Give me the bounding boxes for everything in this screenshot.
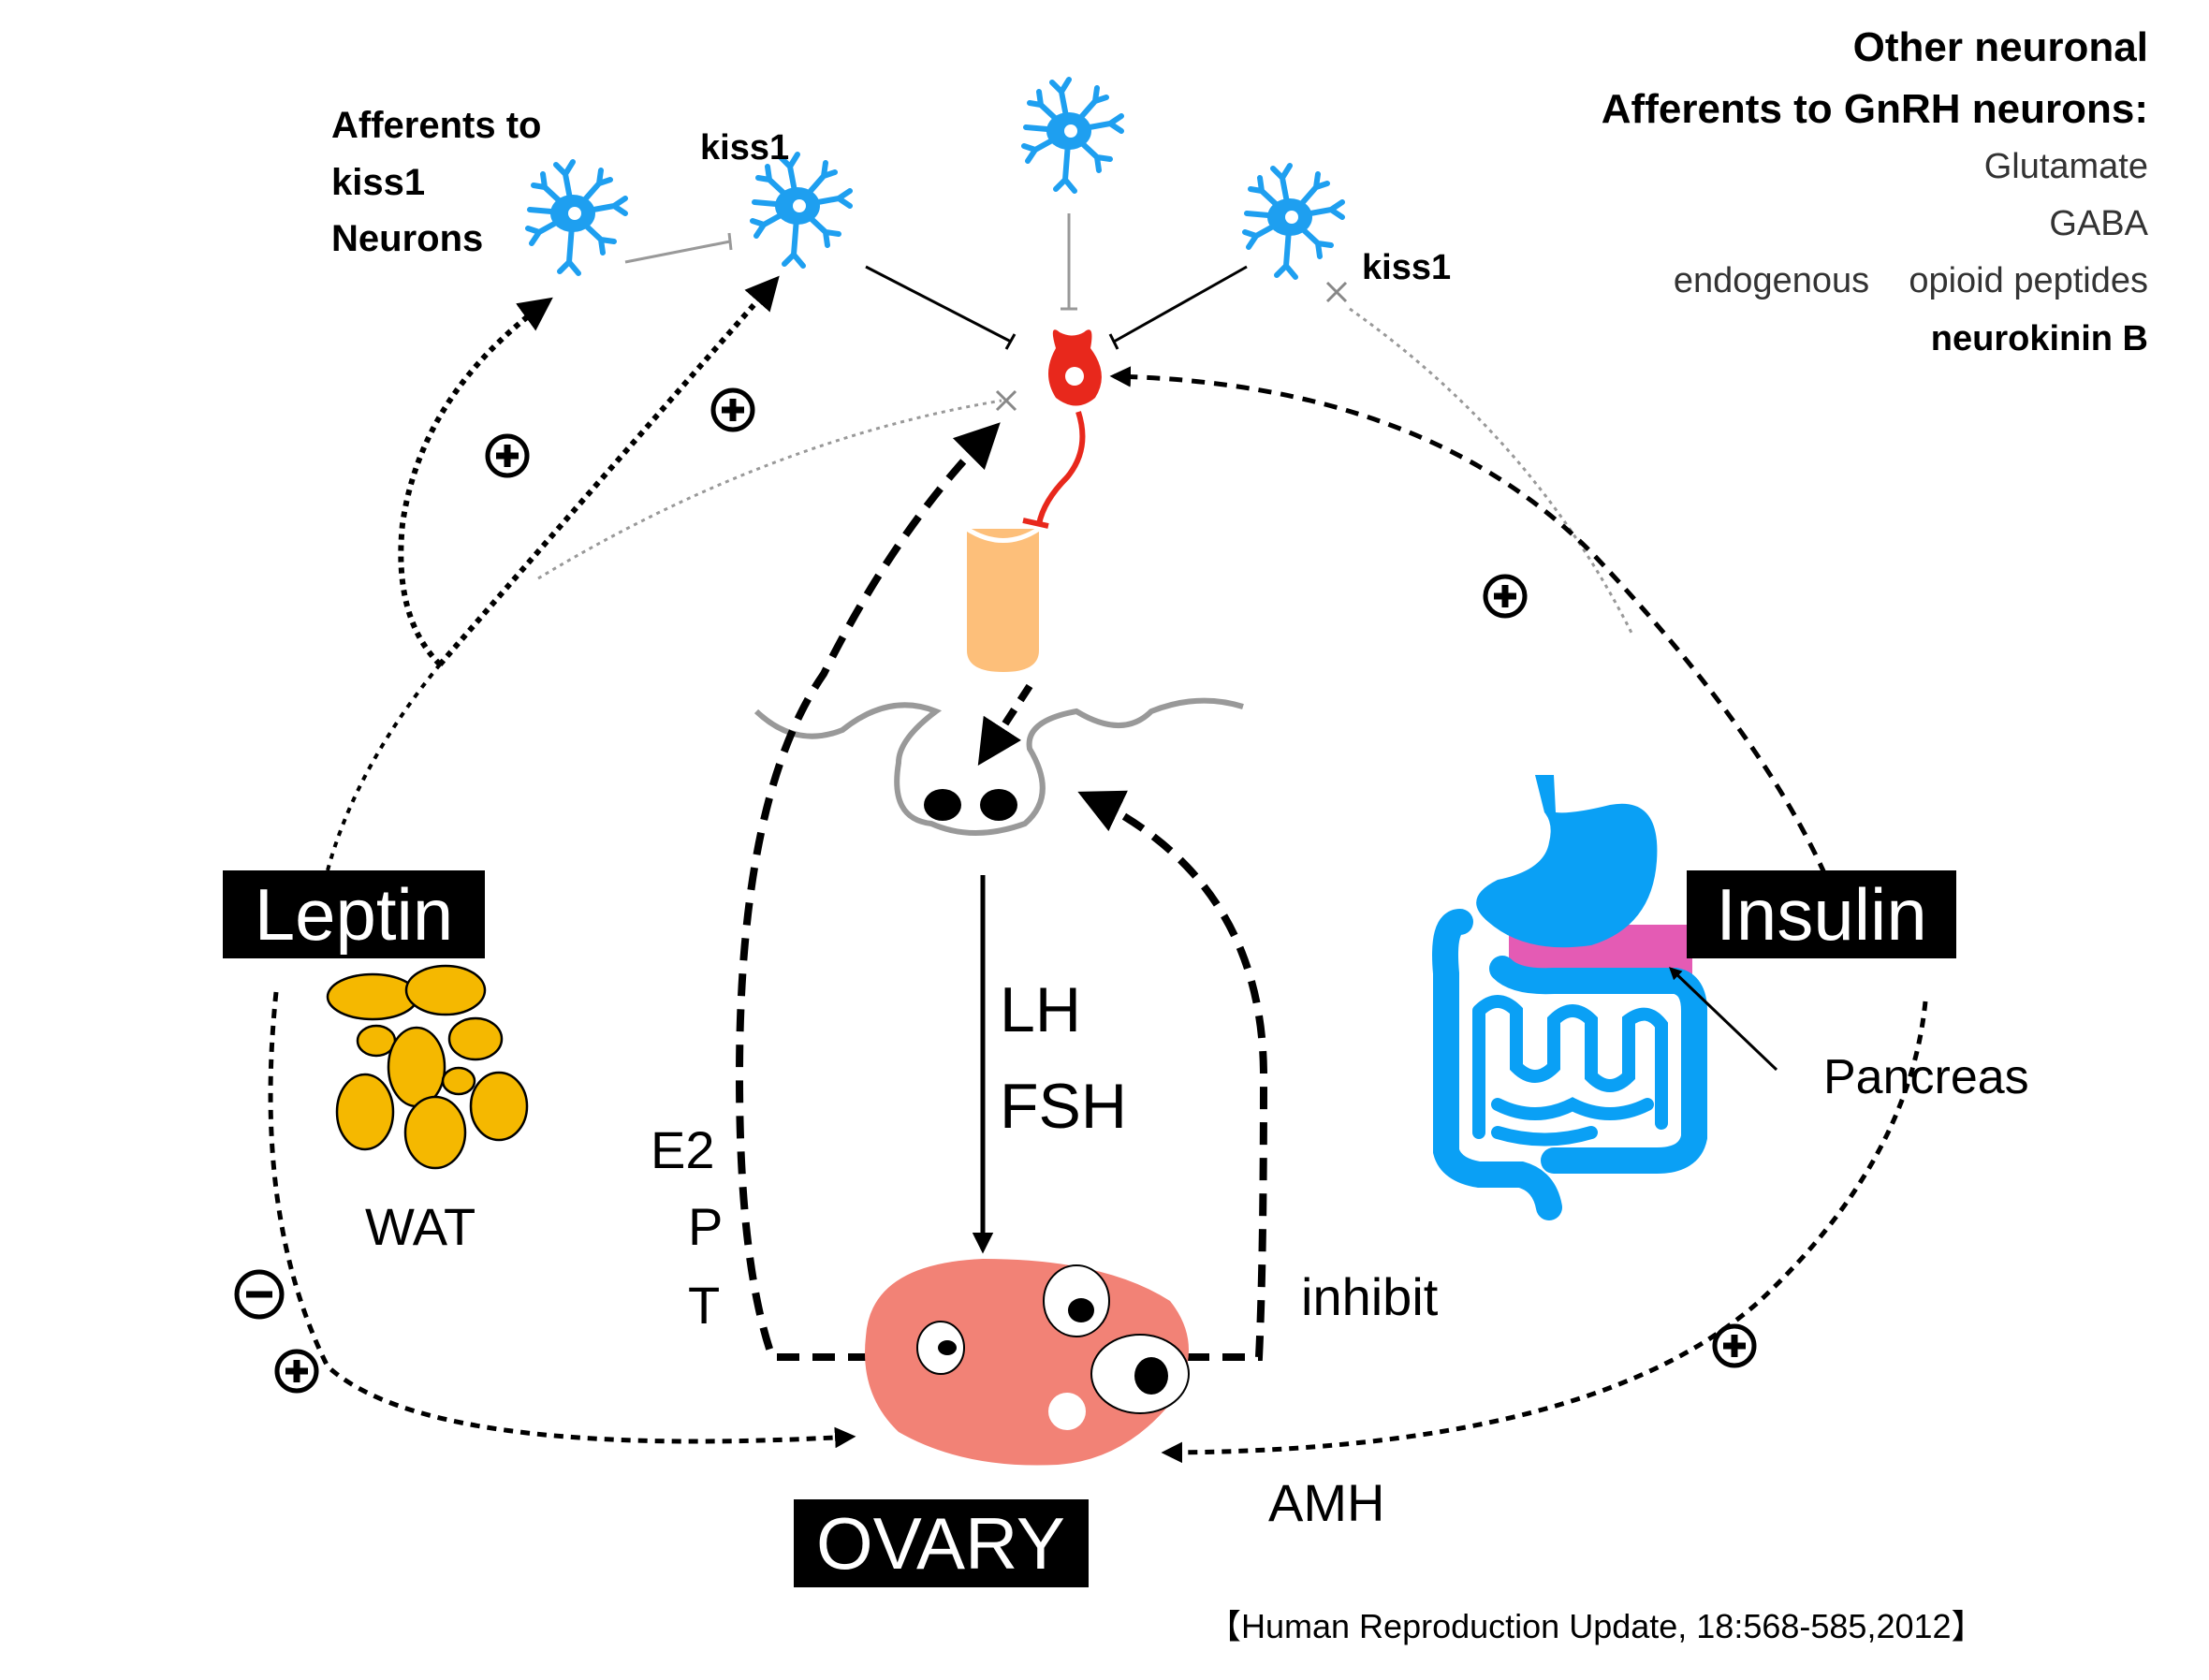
kiss1-label-left: kiss1 bbox=[700, 128, 789, 168]
fsh-label: FSH bbox=[1000, 1071, 1127, 1142]
afferent-neuron-icon bbox=[528, 162, 625, 273]
stomach-intestine-icon bbox=[1432, 775, 1778, 1220]
pituitary-stalk-icon bbox=[965, 526, 1041, 672]
afferents-kiss1-line1: Afferents to bbox=[331, 105, 541, 146]
wat-fat-cells-icon bbox=[326, 964, 529, 1170]
ovary-label: OVARY bbox=[816, 1502, 1065, 1585]
afferents-kiss1-line2: kiss1 bbox=[331, 162, 425, 203]
wat-label: WAT bbox=[365, 1197, 475, 1256]
t-label: T bbox=[688, 1276, 720, 1335]
ovary-label-box bbox=[794, 1499, 1089, 1587]
lh-label: LH bbox=[1000, 974, 1081, 1045]
kiss1-label-right: kiss1 bbox=[1362, 248, 1451, 287]
amh-label: AMH bbox=[1268, 1473, 1384, 1532]
pituitary-gland-icon bbox=[753, 697, 1244, 836]
plus-circle-icon bbox=[277, 1351, 316, 1391]
plus-circle-icon bbox=[1485, 577, 1525, 616]
top-neuron-icon bbox=[1024, 80, 1121, 191]
other-afferent-gaba: GABA bbox=[2049, 204, 2148, 243]
other-afferent-neurokinin-b: neurokinin B bbox=[1931, 319, 2148, 358]
blocked-feedback-lines bbox=[537, 281, 1635, 637]
insulin-label: Insulin bbox=[1716, 873, 1926, 956]
e2-label: E2 bbox=[651, 1120, 715, 1179]
leptin-pathways bbox=[268, 275, 856, 1449]
plus-circle-icon bbox=[488, 436, 527, 475]
other-afferent-opioids: endogenous opioid peptides bbox=[1674, 261, 2148, 300]
inhibit-label: inhibit bbox=[1301, 1267, 1439, 1326]
pancreas-label: Pancreas bbox=[1823, 1050, 2029, 1104]
minus-circle-icon bbox=[234, 1269, 285, 1320]
neuron-connections bbox=[624, 213, 1248, 350]
afferents-kiss1-line3: Neurons bbox=[331, 218, 483, 259]
plus-circle-icon bbox=[1715, 1326, 1754, 1366]
other-afferents-title-2: Afferents to GnRH neurons: bbox=[1602, 86, 2148, 132]
p-label: P bbox=[688, 1197, 723, 1256]
steroid-feedback-arrow bbox=[735, 422, 1001, 1361]
kiss1-neuron-left-icon bbox=[753, 154, 850, 266]
citation: 【Human Reproduction Update, 18:568-585,2… bbox=[1207, 1607, 1985, 1645]
other-afferent-glutamate: Glutamate bbox=[1984, 147, 2148, 186]
gnrh-neuron-icon bbox=[1022, 329, 1102, 529]
leptin-label-box bbox=[223, 870, 485, 958]
plus-circle-icon bbox=[713, 390, 753, 430]
insulin-label-box bbox=[1687, 870, 1956, 958]
kiss1-neuron-right-icon bbox=[1245, 166, 1342, 277]
leptin-label: Leptin bbox=[255, 873, 454, 956]
ovary-icon bbox=[865, 1259, 1190, 1466]
other-afferents-title-1: Other neuronal bbox=[1853, 24, 2148, 70]
stalk-to-pituitary-arrow bbox=[977, 683, 1033, 767]
